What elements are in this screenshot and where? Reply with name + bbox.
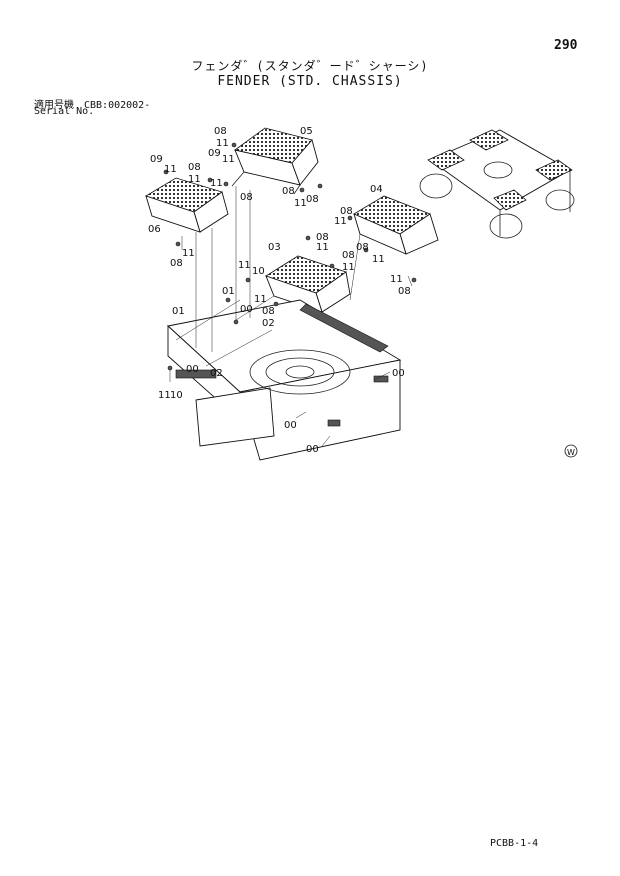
callout-08k: 08 (398, 286, 411, 297)
callout-11h: 11 (334, 216, 347, 227)
callout-08j: 08 (356, 242, 369, 253)
callout-02b: 02 (210, 368, 223, 379)
callout-11k: 11 (372, 254, 385, 265)
bolt-markers (163, 142, 417, 371)
callout-02a: 02 (262, 318, 275, 329)
callout-11f: 11 (294, 198, 307, 209)
callout-08l: 08 (262, 306, 275, 317)
callout-01a: 01 (172, 306, 185, 317)
inset-overview-machine (419, 129, 575, 239)
part-callouts: 05 06 04 03 01 01 02 02 09 09 10 10 08 0… (148, 126, 411, 455)
callout-08h: 08 (316, 232, 329, 243)
callout-04: 04 (370, 184, 383, 195)
assembly-leader-lines (169, 186, 413, 447)
callout-00d: 00 (284, 420, 297, 431)
callout-11j: 11 (342, 262, 355, 273)
callout-11m: 11 (238, 260, 251, 271)
callout-09b: 09 (208, 148, 221, 159)
callout-00c: 00 (392, 368, 405, 379)
callout-11b: 11 (164, 164, 177, 175)
fender-04-plate (353, 195, 439, 255)
callout-11g: 11 (182, 248, 195, 259)
callout-08a: 08 (214, 126, 227, 137)
fender-06-plate (145, 177, 229, 233)
callout-05: 05 (300, 126, 313, 137)
circled-w-symbol: W (564, 444, 578, 458)
callout-08b: 08 (188, 162, 201, 173)
callout-00e: 00 (306, 444, 319, 455)
callout-06: 06 (148, 224, 161, 235)
callout-11l: 11 (390, 274, 403, 285)
callout-11a: 11 (216, 138, 229, 149)
callout-01b: 01 (222, 286, 235, 297)
callout-11c: 11 (188, 174, 201, 185)
fender-05-plate (231, 127, 319, 195)
serial-applicable-label: 適用号機 CBB:002002- (34, 100, 151, 111)
callout-11i: 11 (316, 242, 329, 253)
callout-08f: 08 (170, 258, 183, 269)
callout-00a: 00 (240, 304, 253, 315)
callout-08c: 08 (240, 192, 253, 203)
callout-09a: 09 (150, 154, 163, 165)
title-english: FENDER (STD. CHASSIS) (217, 74, 403, 89)
chassis-frame (167, 299, 402, 461)
callout-11d: 11 (210, 178, 223, 189)
callout-11e: 11 (222, 154, 235, 165)
callout-10a: 10 (252, 266, 265, 277)
callout-08e: 08 (306, 194, 319, 205)
callout-03: 03 (268, 242, 281, 253)
title-japanese: フェンダ゛(スタンダ゛ード゛シャーシ) (191, 59, 429, 73)
fender-03-plate (265, 255, 351, 313)
callout-10b: 10 (170, 390, 183, 401)
circled-w-letter: W (567, 448, 575, 457)
callout-08g: 08 (340, 206, 353, 217)
callout-11o: 11 (158, 390, 171, 401)
page-number: 290 (554, 38, 578, 53)
callout-08d: 08 (282, 186, 295, 197)
callout-08i: 08 (342, 250, 355, 261)
footer-catalog-code: PCBB-1-4 (490, 838, 539, 849)
serial-number-label: Serial No. (34, 106, 95, 117)
callout-00b: 00 (186, 364, 199, 375)
callout-11n: 11 (254, 294, 267, 305)
